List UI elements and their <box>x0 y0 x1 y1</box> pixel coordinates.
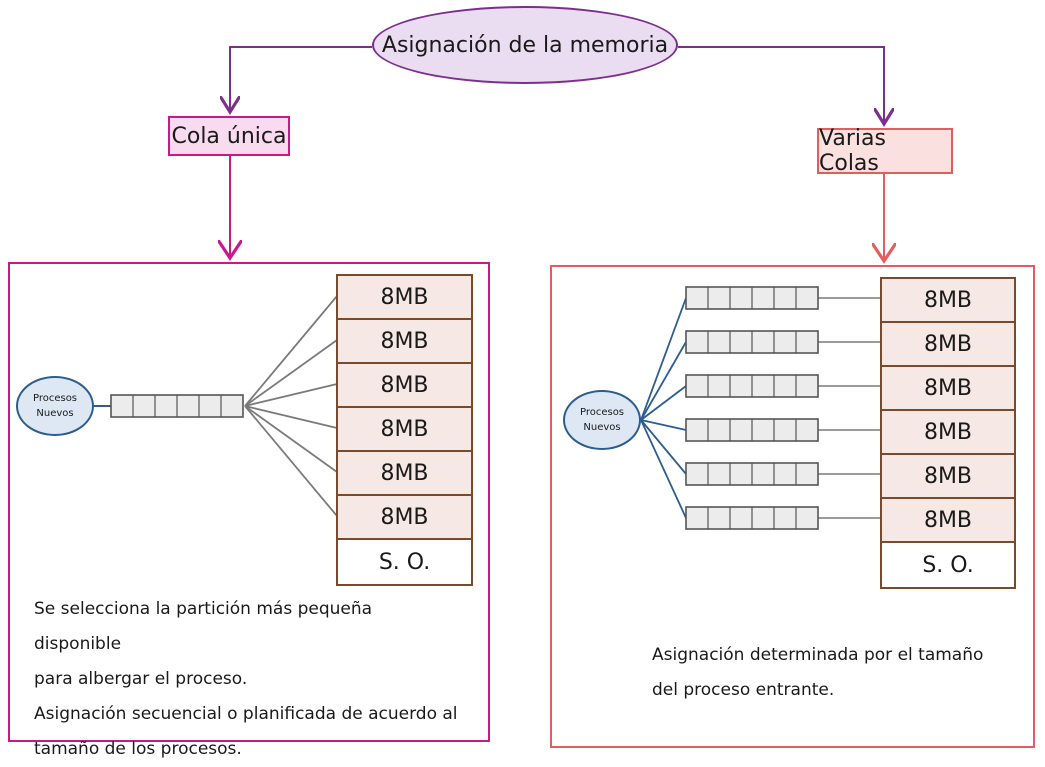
right-node-line2: Nuevos <box>583 422 621 433</box>
left-partition: 8MB <box>338 496 471 540</box>
right-queue-links <box>640 297 881 519</box>
branch-varias-colas-label: Varias Colas <box>819 126 886 176</box>
left-description-line: Se selecciona la partición más pequeña d… <box>34 599 373 654</box>
left-partition-so: S. O. <box>338 540 471 584</box>
right-description-line: del proceso entrante. <box>652 680 835 700</box>
left-node-line1: Procesos <box>32 393 78 404</box>
left-fan-link <box>244 405 338 429</box>
right-node-link <box>640 419 687 519</box>
root-label: Asignación de la memoria <box>381 32 669 58</box>
right-description: Asignación determinada por el tamaño del… <box>652 638 992 708</box>
right-partition: 8MB <box>882 411 1014 455</box>
right-processes-node: Procesos Nuevos <box>563 390 641 450</box>
root-node: Asignación de la memoria <box>372 6 678 84</box>
panel-varias-colas <box>550 265 1035 748</box>
right-node-line1: Procesos <box>579 407 625 418</box>
right-partition-so: S. O. <box>882 543 1014 587</box>
right-node-link <box>640 419 687 431</box>
right-partition: 8MB <box>882 367 1014 411</box>
left-fan-link <box>244 383 338 407</box>
left-partition: 8MB <box>338 364 471 408</box>
right-partition: 8MB <box>882 279 1014 323</box>
root-to-right-arrow <box>678 46 884 124</box>
left-processes-node: Procesos Nuevos <box>16 376 94 436</box>
right-partition: 8MB <box>882 499 1014 543</box>
panel-cola-unica <box>8 262 490 742</box>
right-node-link <box>640 419 687 475</box>
left-description: Se selecciona la partición más pequeña d… <box>34 592 464 767</box>
left-description-line: Asignación secuencial o planificada de a… <box>34 704 458 724</box>
left-queue-links <box>94 295 338 517</box>
branch-cola-unica: Cola única <box>168 116 290 156</box>
left-memory-partitions: 8MB 8MB 8MB 8MB 8MB 8MB S. O. <box>336 274 473 586</box>
left-fan-link <box>244 339 338 407</box>
left-fan-link <box>244 295 338 407</box>
left-node-line2: Nuevos <box>36 408 74 419</box>
right-partition: 8MB <box>882 455 1014 499</box>
left-fan-link <box>244 405 338 517</box>
right-node-link <box>640 385 687 421</box>
right-node-link <box>640 297 687 421</box>
branch-cola-unica-label: Cola única <box>171 123 287 149</box>
right-partition: 8MB <box>882 323 1014 367</box>
branch-varias-colas: Varias Colas <box>817 126 953 176</box>
left-queue <box>110 394 244 418</box>
left-fan-link <box>244 405 338 473</box>
left-partition: 8MB <box>338 408 471 452</box>
left-partition: 8MB <box>338 320 471 364</box>
right-description-line: Asignación determinada por el tamaño <box>652 645 984 665</box>
left-description-line: tamaño de los procesos. <box>34 739 242 759</box>
root-to-left-arrow <box>230 46 372 112</box>
right-queues <box>685 286 819 530</box>
left-partition: 8MB <box>338 276 471 320</box>
right-node-link <box>640 341 687 421</box>
left-description-line: para albergar el proceso. <box>34 669 248 689</box>
right-memory-partitions: 8MB 8MB 8MB 8MB 8MB 8MB S. O. <box>880 277 1016 589</box>
left-partition: 8MB <box>338 452 471 496</box>
